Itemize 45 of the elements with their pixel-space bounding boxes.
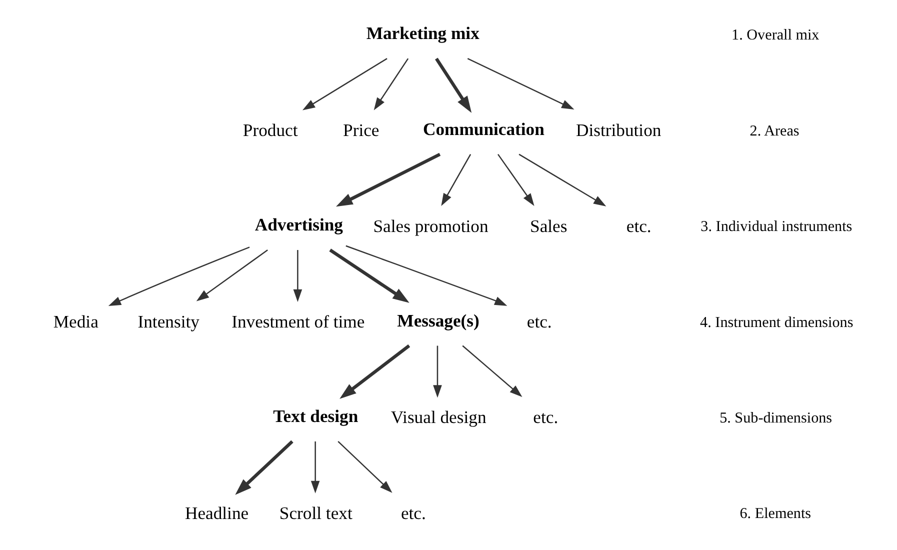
label: 4. Instrument dimensions [700,314,854,331]
arrow [302,58,388,110]
node-text: Intensity [138,312,200,332]
node-text: etc. [526,312,552,332]
arrow [310,441,320,494]
arrow [338,440,392,493]
arrow [336,152,441,207]
node-text: Investment of time [232,312,365,332]
label: 3. Individual instruments [700,219,852,236]
arrow [340,344,410,399]
node-text: Marketing mix [366,23,480,44]
node-text: Scroll text [279,502,352,523]
node-text: Sales [530,216,568,236]
arrow [196,250,268,302]
node-text: etc. [400,502,426,523]
node-text: Sales promotion [373,216,488,236]
node-text: Media [53,312,98,332]
arrow [518,154,606,206]
arrow [346,245,508,306]
node-text: Distribution [576,120,662,140]
node-text: Communication [423,118,544,139]
label: 5. Sub-dimensions [720,410,832,426]
arrow [235,440,294,495]
arrow [497,154,534,206]
arrow [467,58,574,110]
label: 2. Areas [750,123,800,140]
label: 1. Overall mix [732,28,820,44]
node-text: Price [343,120,380,140]
arrow [441,154,472,206]
node-text: Visual design [390,407,486,428]
arrow [108,246,250,306]
node-text: etc. [626,216,652,236]
node-text: Advertising [254,214,343,235]
node-text: Message(s) [397,310,480,330]
node-text: etc. [533,407,558,428]
arrow [329,248,410,303]
arrow [435,58,472,113]
arrow [374,58,409,110]
node-text: Product [242,120,298,140]
label: 6. Elements [740,506,812,522]
node-text: Headline [184,502,249,523]
node-text: Text design [273,406,358,426]
arrow [462,345,522,398]
arrow [293,250,302,302]
arrow [433,346,442,398]
